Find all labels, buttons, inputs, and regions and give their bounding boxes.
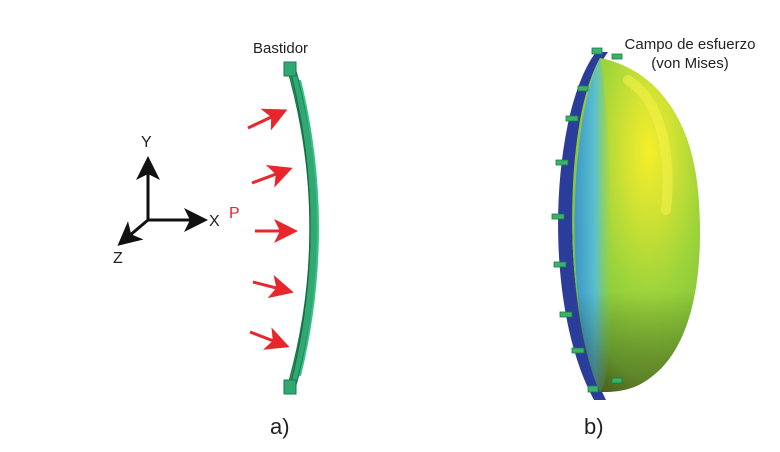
curved-panel (283, 61, 319, 395)
load-arrow (251, 165, 293, 188)
panel-b-label: b) (584, 414, 604, 439)
z-axis-arrow (117, 218, 149, 246)
x-axis-label: X (209, 213, 220, 230)
load-label: P (229, 205, 240, 222)
coordinate-axes (117, 156, 208, 246)
load-arrow (247, 108, 288, 131)
panel-a-label: a) (270, 414, 290, 439)
frame-top-clamp (283, 61, 297, 77)
stress-field-title-line2: (von Mises) (651, 55, 729, 72)
z-axis-label: Z (113, 250, 123, 267)
frame-label: Bastidor (253, 40, 309, 57)
stress-field-title-line1: Campo de esfuerzo (624, 36, 756, 53)
y-axis-label: Y (141, 134, 152, 151)
stress-field-title: Campo de esfuerzo (von Mises) (610, 35, 770, 73)
load-arrow (249, 327, 290, 350)
load-arrows (247, 108, 298, 350)
boundary-clamps (551, 47, 623, 393)
stress-field-render (551, 47, 700, 400)
frame-bottom-clamp (283, 379, 297, 395)
load-arrow (252, 274, 294, 299)
